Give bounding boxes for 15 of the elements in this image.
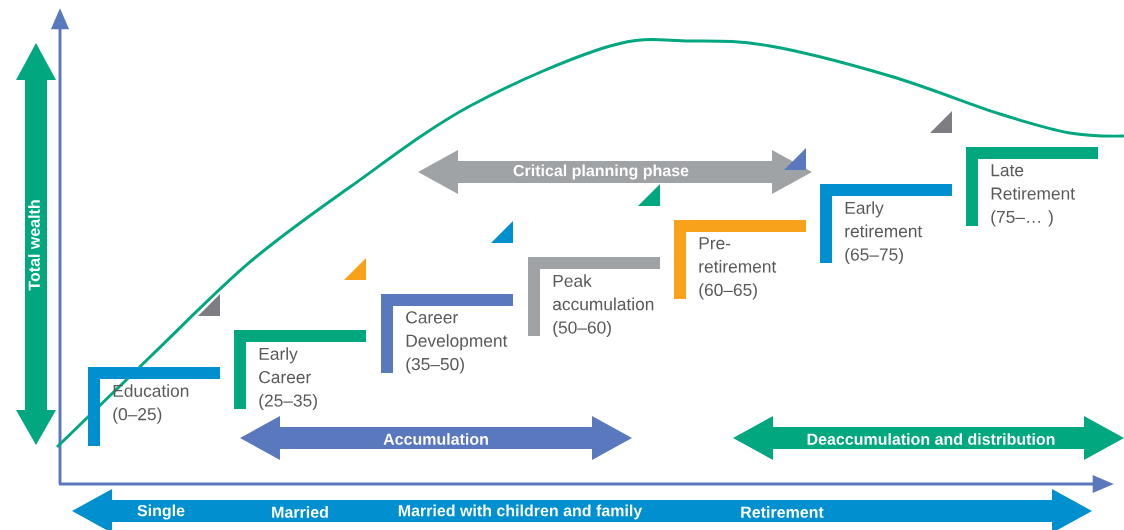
stage-bracket: Early Career (25–35) — [234, 330, 366, 411]
arrow-label: Retirement — [741, 506, 824, 518]
arrow-label: Married — [272, 506, 328, 518]
arrow-label: Single — [137, 504, 185, 520]
arrow-label: Total wealth — [28, 200, 40, 291]
stage-bracket: Pre-retirement (60–65) — [674, 220, 806, 300]
stage-bracket: Late Retirement (75–… ) — [966, 147, 1098, 227]
arrow-label: Married with children and family — [398, 504, 643, 520]
stage-bracket: Career Development (35–50) — [381, 294, 513, 374]
arrow-label: Deaccumulation and distribution — [807, 433, 1055, 445]
stage-bracket: Peak accumulation (50–60) — [528, 257, 660, 338]
stage-bracket: Early retirement (65–75) — [820, 184, 952, 265]
arrow-label: Critical planning phase — [513, 164, 689, 180]
stage-bracket: Education (0–25) — [88, 367, 220, 446]
arrow-label: Accumulation — [383, 433, 488, 445]
